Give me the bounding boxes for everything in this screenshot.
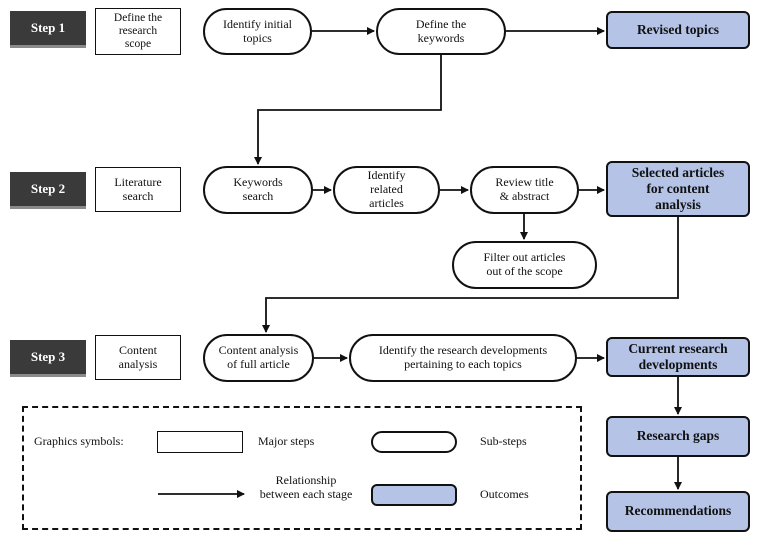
sub-step-identify-topics: Identify initial topics: [203, 8, 312, 55]
legend-outcome-symbol: [371, 484, 457, 506]
legend-sub-step-symbol: [371, 431, 457, 453]
legend-sub-steps-label: Sub-steps: [480, 434, 527, 448]
outcome-research-gaps: Research gaps: [606, 416, 750, 457]
sub-step-content-full: Content analysis of full article: [203, 334, 314, 382]
sub-step-filter-out: Filter out articles out of the scope: [452, 241, 597, 289]
arrow-selected-to-content: [262, 217, 679, 333]
legend-title: Graphics symbols:: [34, 434, 124, 448]
major-step-literature-search: Literature search: [95, 167, 181, 212]
major-step-content-analysis: Content analysis: [95, 335, 181, 380]
sub-step-identify-articles: Identify related articles: [333, 166, 440, 214]
outcome-current-developments: Current research developments: [606, 337, 750, 377]
arrow-keywords-to-search: [254, 55, 442, 165]
step3-label: Step 3: [10, 340, 86, 377]
legend-outcomes-label: Outcomes: [480, 487, 529, 501]
legend-frame: [22, 406, 582, 530]
legend-relationship-label: Relationship between each stage: [259, 473, 353, 501]
sub-step-review-title: Review title & abstract: [470, 166, 579, 214]
sub-step-keywords-search: Keywords search: [203, 166, 313, 214]
step2-label: Step 2: [10, 172, 86, 209]
legend-major-step-symbol: [157, 431, 243, 453]
sub-step-define-keywords: Define the keywords: [376, 8, 506, 55]
outcome-selected-articles: Selected articles for content analysis: [606, 161, 750, 217]
sub-step-identify-developments: Identify the research developments perta…: [349, 334, 577, 382]
major-step-define-scope: Define the research scope: [95, 8, 181, 55]
outcome-revised-topics: Revised topics: [606, 11, 750, 49]
outcome-recommendations: Recommendations: [606, 491, 750, 532]
legend-major-steps-label: Major steps: [258, 434, 315, 448]
step1-label: Step 1: [10, 11, 86, 48]
